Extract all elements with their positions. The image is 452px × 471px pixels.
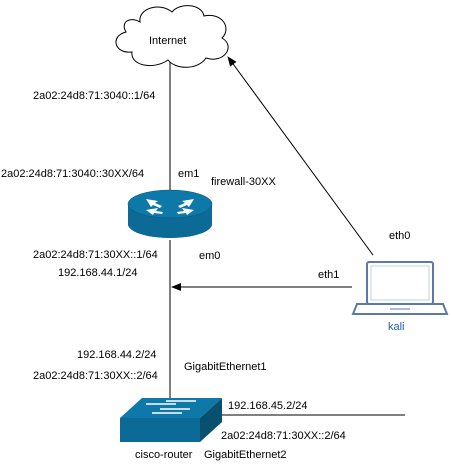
router-gi2-ipv6-address: 2a02:24d8:71:30XX::2/64 — [221, 430, 346, 442]
kali-eth1-label: eth1 — [318, 269, 340, 281]
link-kali-internet-arrow — [227, 56, 374, 256]
fw-em0-ipv6-address: 2a02:24d8:71:30XX::1/64 — [33, 249, 158, 261]
kali-eth0-label: eth0 — [389, 230, 411, 242]
cisco-switch-icon — [120, 398, 222, 442]
fw-em1-label: em1 — [178, 168, 200, 180]
router-label: cisco-router — [135, 449, 193, 461]
kali-label: kali — [388, 321, 405, 333]
internet-label: Internet — [149, 35, 187, 47]
firewall-label: firewall-30XX — [211, 176, 276, 188]
laptop-icon — [351, 261, 449, 315]
fw-em1-ipv6-address: 2a02:24d8:71:3040::30XX/64 — [1, 168, 145, 180]
fw-em0-label: em0 — [199, 250, 221, 262]
router-gi1-ipv6-address: 2a02:24d8:71:30XX::2/64 — [33, 370, 158, 382]
internet-cloud-icon — [115, 5, 229, 68]
router-gi1-label: GigabitEthernet1 — [184, 361, 267, 373]
router-gi2-label: GigabitEthernet2 — [204, 449, 287, 461]
firewall-router-icon — [127, 189, 213, 238]
router-gi2-ipv4-address: 192.168.45.2/24 — [228, 400, 308, 412]
router-gi1-ipv4-address: 192.168.44.2/24 — [77, 349, 157, 361]
fw-em0-ipv4-address: 192.168.44.1/24 — [58, 267, 138, 279]
internet-side-address: 2a02:24d8:71:3040::1/64 — [33, 90, 156, 102]
